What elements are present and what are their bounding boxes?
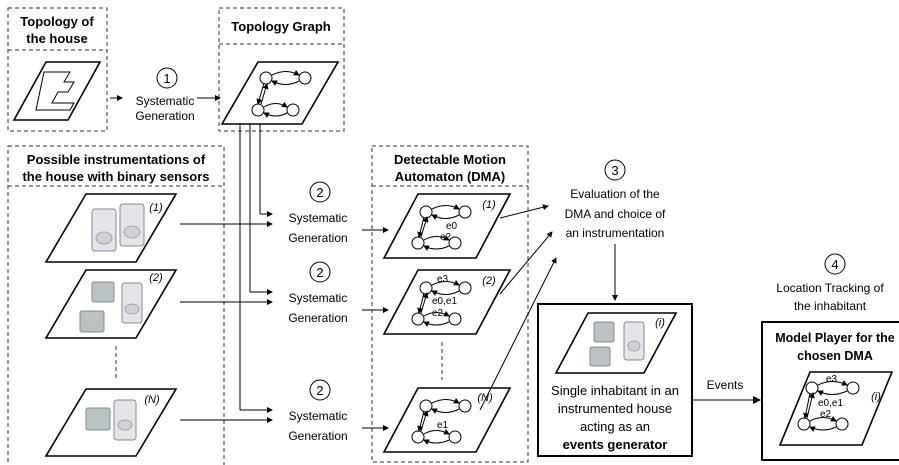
dma-1: e0 e2 (1) (382, 193, 512, 259)
dma-1-edge-label-0: e0 (446, 221, 458, 232)
topology-title-line2: the house (26, 31, 87, 46)
step1-number: 1 (163, 71, 170, 86)
events-label: Events (707, 378, 744, 392)
topology-title-line1: Topology of (20, 14, 94, 29)
dma-box: Detectable Motion Automaton (DMA) e0 e2 … (371, 145, 529, 463)
model-player-box: Model Player for the chosen DMA e3 e0,e1… (761, 321, 899, 461)
step2-row-1: 2 Systematic Generation (288, 181, 348, 245)
step2-number-2: 2 (316, 265, 323, 280)
step1-label-line1: Systematic (136, 94, 195, 108)
step4-label-line2: the inhabitant (794, 299, 867, 313)
graph-to-generation-connectors (239, 124, 273, 413)
instr-title-line2: the house with binary sensors (22, 169, 209, 184)
dma-n-index: (N) (477, 392, 493, 404)
instrumentation-1: (1) (44, 193, 178, 263)
house-floorplan (12, 61, 102, 121)
instr-title-line1: Possible instrumentations of (27, 152, 206, 167)
step2-number-1: 2 (316, 185, 323, 200)
instrumentations-box: Possible instrumentations of the house w… (7, 145, 225, 465)
player-edge-label-0: e3 (826, 374, 838, 385)
step2-label1-row1: Systematic (289, 211, 348, 225)
instrumentation-n: (N) (44, 388, 178, 457)
dma-2-edge-label-0: e3 (437, 274, 449, 285)
step1-label-line2: Generation (135, 109, 194, 123)
instrumentation-2: (2) (44, 269, 178, 339)
step2-number-n: 2 (316, 383, 323, 398)
generator-line2: instrumented house (558, 401, 672, 416)
instrumentation-2-index: (2) (149, 272, 163, 284)
dma-title-line1: Detectable Motion (394, 152, 506, 167)
generator-line4: events generator (563, 437, 668, 452)
dma-2: e3 e0,e1 e2 (2) (382, 269, 512, 335)
step2-row-n: 2 Systematic Generation (288, 379, 348, 443)
arrow-dma2-to-eval (499, 231, 553, 295)
step2-label2-rown: Generation (288, 429, 347, 443)
dma-1-index: (1) (482, 199, 496, 211)
step4: 4 Location Tracking of the inhabitant (776, 253, 884, 313)
dma-title-line2: Automaton (DMA) (395, 169, 505, 184)
step1-badge (156, 67, 178, 89)
step2-label1-rown: Systematic (289, 409, 348, 423)
step3: 3 Evaluation of the DMA and choice of an… (565, 159, 666, 240)
player-edge-label-1: e0,e1 (818, 398, 843, 409)
step4-number: 4 (831, 257, 838, 272)
step4-label-line1: Location Tracking of (776, 281, 884, 295)
graph-title: Topology Graph (231, 19, 330, 34)
dma-2-index: (2) (482, 275, 496, 287)
floorplan-rooms (35, 71, 75, 111)
arrow-dma1-to-eval (499, 204, 549, 219)
generator-line1: Single inhabitant in an (551, 383, 679, 398)
generator-index: (i) (655, 317, 665, 329)
graph-automaton (251, 69, 312, 118)
dma-2-edge-label-2: e2 (432, 308, 444, 319)
player-edge-label-2: e2 (820, 409, 832, 420)
step1: 1 Systematic Generation (110, 67, 221, 123)
step3-label-line2: DMA and choice of (565, 207, 666, 221)
instrumentation-n-index: (N) (144, 394, 160, 406)
topology-box: Topology of the house (7, 7, 108, 132)
step2-label2-row1: Generation (288, 231, 347, 245)
generator-line3: acting as an (580, 419, 650, 434)
dma-n-edge-label-0: e1 (437, 420, 449, 431)
graph-plane (220, 61, 340, 125)
dma-2-edge-label-1: e0,e1 (432, 296, 457, 307)
player-title-line2: chosen DMA (797, 349, 873, 363)
arrow-dmaN-to-eval (479, 257, 557, 411)
step2-label2-row2: Generation (288, 311, 347, 325)
dma-n: e1 (N) (382, 387, 512, 453)
player-title-line1: Model Player for the (775, 331, 895, 345)
events-generator-box: (i) Single inhabitant in an instrumented… (537, 303, 693, 457)
topology-graph-box: Topology Graph (218, 7, 345, 132)
step3-label-line1: Evaluation of the (570, 187, 660, 201)
instrumentation-1-index: (1) (149, 202, 163, 214)
player-index: (i) (871, 391, 881, 403)
step3-number: 3 (611, 163, 618, 178)
step2-row-2: 2 Systematic Generation (288, 261, 348, 325)
dma-1-edge-label-1: e2 (440, 232, 452, 243)
step2-label1-row2: Systematic (289, 291, 348, 305)
step3-label-line3: an instrumentation (566, 226, 665, 240)
